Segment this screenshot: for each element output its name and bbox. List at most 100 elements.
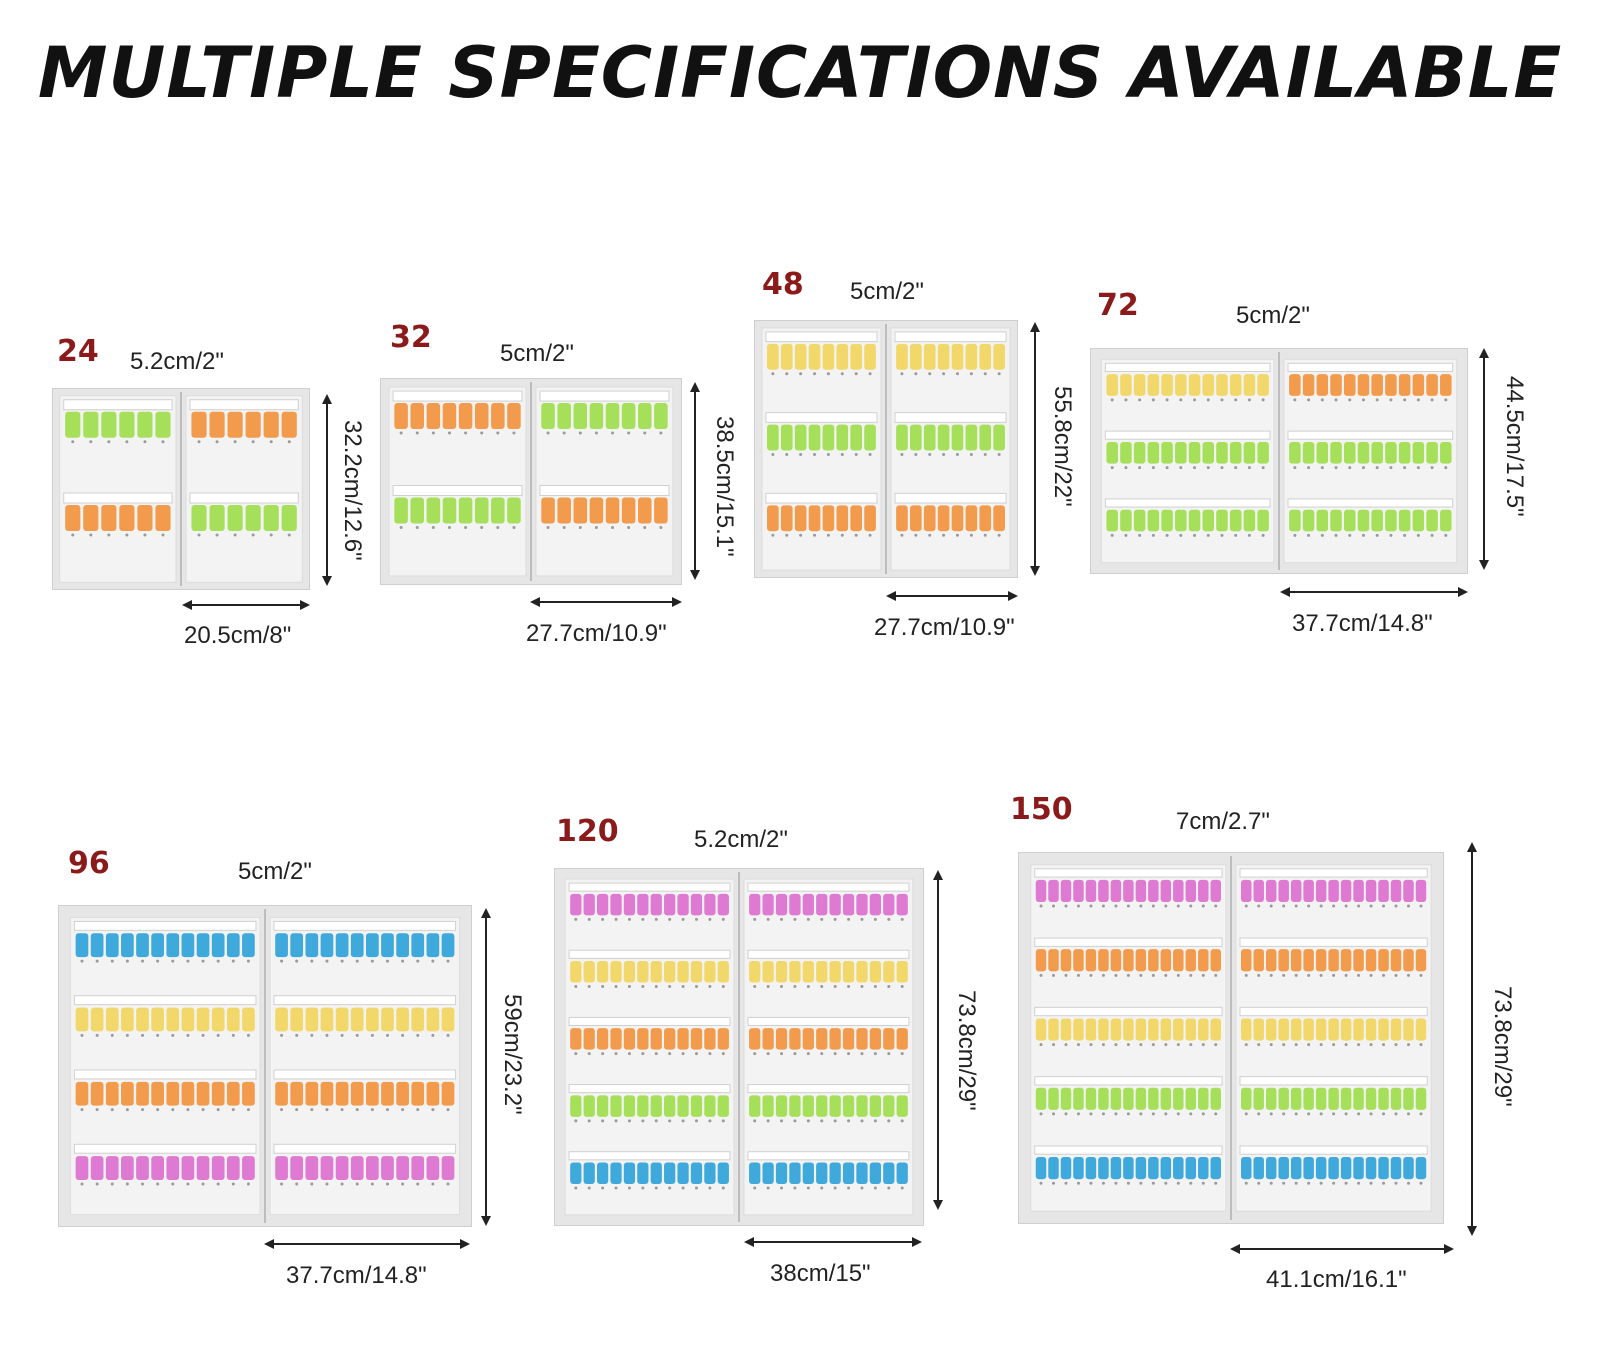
key-tag	[1365, 1157, 1377, 1180]
key-tag	[1278, 1087, 1289, 1110]
key-ring	[847, 1119, 851, 1123]
key-tag	[650, 961, 662, 983]
key-ring	[1244, 904, 1248, 908]
key-tag	[979, 505, 992, 532]
key-tag	[242, 933, 255, 958]
key-ring	[1293, 533, 1297, 537]
key-ring	[231, 959, 235, 963]
key-tag	[1148, 1018, 1159, 1041]
key-tag	[90, 933, 104, 958]
key-tag	[1403, 1157, 1414, 1180]
key-tag	[1135, 879, 1147, 903]
key-tag	[1415, 949, 1427, 972]
key-ring	[246, 1033, 250, 1037]
key-tag	[305, 933, 319, 958]
key-tag	[896, 1162, 908, 1184]
key-ring	[694, 1119, 698, 1123]
key-tag	[789, 1162, 801, 1184]
key-tag	[1316, 509, 1329, 532]
key-tag	[842, 961, 855, 983]
height-arrow	[1029, 322, 1041, 576]
key-tag	[335, 1081, 349, 1106]
key-ring	[1357, 1043, 1361, 1047]
arrow-head	[300, 600, 310, 610]
arrow-head	[933, 870, 943, 880]
key-ring	[1138, 466, 1142, 470]
key-ring	[668, 1186, 672, 1190]
key-ring	[355, 1182, 359, 1186]
key-tag	[1198, 1087, 1209, 1110]
hook-rail	[273, 995, 457, 1006]
key-ring	[399, 431, 403, 435]
key-tag	[441, 1156, 455, 1180]
arrow-head	[1280, 587, 1290, 597]
key-ring	[1375, 466, 1379, 470]
key-ring	[1307, 466, 1311, 470]
key-ring	[1307, 533, 1311, 537]
key-ring	[1206, 533, 1210, 537]
key-tag	[491, 497, 505, 524]
key-ring	[1139, 1181, 1143, 1185]
cabinet-door-panel	[890, 327, 1011, 571]
key-tag	[441, 1081, 455, 1106]
key-tag	[1403, 1087, 1414, 1110]
key-ring	[1179, 398, 1183, 402]
key-tag	[1426, 374, 1438, 396]
key-ring	[1201, 973, 1205, 977]
key-ring	[1076, 1112, 1080, 1116]
key-ring	[694, 1186, 698, 1190]
key-ring	[1307, 973, 1311, 977]
key-ring	[80, 1033, 84, 1037]
key-ring	[1361, 466, 1365, 470]
key-ring	[446, 1108, 450, 1112]
key-tag	[896, 961, 908, 983]
key-tag	[965, 343, 978, 370]
key-tag	[1085, 1157, 1097, 1180]
key-ring	[1261, 533, 1265, 537]
key-tag	[1198, 1018, 1209, 1041]
arrow-head	[912, 1237, 922, 1247]
key-tag	[767, 424, 779, 451]
key-ring	[385, 1033, 389, 1037]
key-tag	[196, 1156, 210, 1180]
arrow-head	[744, 1237, 754, 1247]
key-ring	[614, 1119, 618, 1123]
key-ring	[110, 1182, 114, 1186]
key-tag	[290, 1156, 304, 1180]
hook-rail	[1239, 937, 1428, 947]
key-tag	[281, 505, 297, 531]
key-ring	[1261, 466, 1265, 470]
key-ring	[643, 431, 647, 435]
key-tag	[1343, 509, 1356, 532]
key-ring	[1406, 1043, 1410, 1047]
key-ring	[574, 1052, 578, 1056]
height-label: 59cm/23.2"	[499, 994, 526, 1115]
height-label: 38.5cm/15.1"	[711, 416, 738, 557]
key-tag	[290, 1007, 304, 1032]
key-ring	[766, 984, 770, 988]
key-ring	[1247, 466, 1251, 470]
key-ring	[1052, 1112, 1056, 1116]
key-tag	[101, 411, 117, 438]
key-tag	[1073, 879, 1084, 903]
key-ring	[694, 917, 698, 921]
key-tag	[441, 933, 455, 958]
key-tag	[181, 1007, 195, 1032]
key-tag	[227, 411, 243, 438]
key-tag	[1035, 1157, 1047, 1180]
key-ring	[806, 917, 810, 921]
key-tag	[1253, 879, 1264, 903]
key-tag	[816, 1028, 828, 1050]
key-ring	[1416, 533, 1420, 537]
key-ring	[1076, 1043, 1080, 1047]
key-ring	[231, 1033, 235, 1037]
hook-rail	[1239, 868, 1428, 878]
key-tag	[1303, 879, 1314, 903]
key-tag	[1188, 374, 1201, 396]
key-tag	[610, 893, 622, 916]
key-tag	[226, 933, 240, 958]
key-tag	[507, 403, 521, 430]
key-tag	[1135, 1157, 1147, 1180]
hook-rail	[1104, 430, 1271, 440]
key-ring	[708, 1186, 712, 1190]
